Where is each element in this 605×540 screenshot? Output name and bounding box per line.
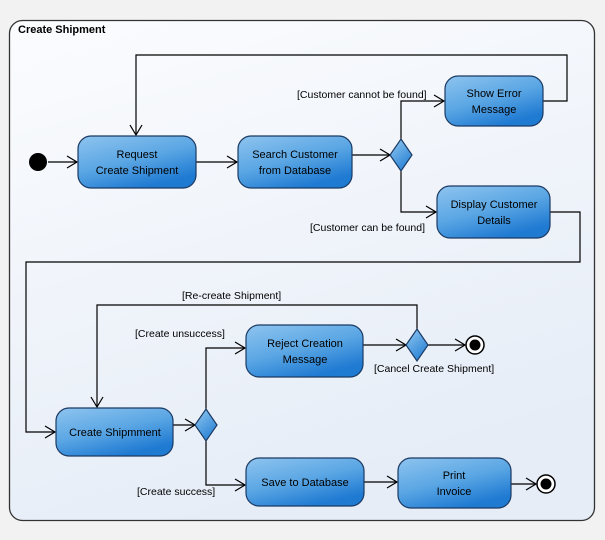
edge-decision1-to-display-customer bbox=[400, 171, 438, 219]
edge-decision1-to-show-error bbox=[400, 94, 446, 139]
edge-show-error-to-request bbox=[129, 54, 568, 137]
edge-request-to-search bbox=[196, 155, 239, 169]
action-show-error-message[interactable]: Show Error Message bbox=[444, 75, 544, 127]
action-label-line1: Display Customer bbox=[451, 199, 538, 211]
action-label-line1: Print bbox=[443, 470, 466, 482]
edge-decision3-to-create-shipment bbox=[90, 304, 418, 409]
action-label-line2: Message bbox=[283, 354, 328, 366]
edge-save-db-to-print-invoice bbox=[364, 475, 399, 489]
decision-customer-found[interactable] bbox=[389, 137, 413, 173]
action-request-create-shipment[interactable]: Request Create Shipment bbox=[77, 135, 197, 189]
action-label-line1: Show Error bbox=[466, 88, 521, 100]
action-label-line2: Invoice bbox=[437, 486, 472, 498]
action-label-line1: Reject Creation bbox=[267, 338, 343, 350]
action-label-line1: Create Shipmment bbox=[69, 427, 161, 439]
guard-re-create-shipment: [Re-create Shipment] bbox=[182, 290, 281, 302]
action-print-invoice[interactable]: Print Invoice bbox=[397, 457, 512, 509]
guard-customer-cannot-be-found: [Customer cannot be found] bbox=[297, 89, 427, 101]
edge-decision3-to-final1 bbox=[428, 338, 467, 352]
guard-customer-can-be-found: [Customer can be found] bbox=[310, 222, 425, 234]
edge-print-invoice-to-final2 bbox=[511, 477, 538, 491]
edge-display-customer-to-create-shipment bbox=[25, 211, 581, 439]
final-node-cancel[interactable] bbox=[465, 335, 485, 355]
action-label-line1: Search Customer bbox=[252, 149, 338, 161]
initial-node[interactable] bbox=[29, 153, 47, 171]
action-reject-creation-message[interactable]: Reject Creation Message bbox=[245, 324, 364, 378]
action-label-line2: Message bbox=[472, 104, 517, 116]
decision-cancel-create-shipment[interactable] bbox=[405, 327, 429, 363]
action-label-line2: Create Shipment bbox=[96, 165, 179, 177]
action-create-shipment[interactable]: Create Shipmment bbox=[55, 407, 174, 457]
edge-decision2-to-save-db bbox=[205, 441, 247, 492]
guard-cancel-create-shipment: [Cancel Create Shipment] bbox=[374, 363, 494, 375]
edge-initial-to-request bbox=[48, 155, 79, 169]
frame-title: Create Shipment bbox=[18, 24, 106, 36]
action-search-customer-from-database[interactable]: Search Customer from Database bbox=[237, 135, 353, 189]
guard-create-unsuccess: [Create unsuccess] bbox=[135, 328, 225, 340]
action-label-line2: from Database bbox=[259, 165, 331, 177]
action-display-customer-details[interactable]: Display Customer Details bbox=[436, 185, 551, 239]
action-label-line1: Save to Database bbox=[261, 477, 348, 489]
action-label-line1: Request bbox=[117, 149, 158, 161]
edge-decision2-to-reject-creation bbox=[205, 341, 247, 409]
action-save-to-database[interactable]: Save to Database bbox=[245, 457, 365, 507]
decision-create-result[interactable] bbox=[194, 407, 218, 443]
action-label-line2: Details bbox=[477, 215, 511, 227]
guard-create-success: [Create success] bbox=[137, 486, 215, 498]
final-node-complete[interactable] bbox=[536, 474, 556, 494]
